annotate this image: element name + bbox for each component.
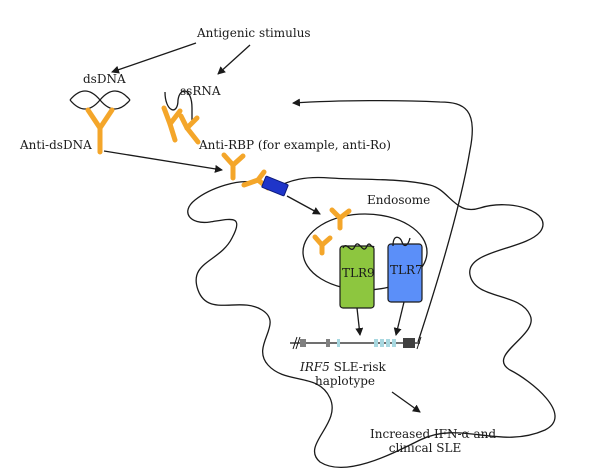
tlr9-label: TLR9: [342, 266, 375, 280]
anti-dsdna-label: Anti-dsDNA: [20, 138, 92, 152]
ssrna-antibody-left: [161, 105, 183, 143]
feedback-arrow: [292, 98, 474, 343]
arrow-antidsdna-to-receptor: [103, 150, 223, 173]
haplotype-label: haplotype: [315, 374, 376, 388]
endosome-label: Endosome: [367, 193, 431, 207]
arrow-to-dsdna: [111, 42, 197, 74]
tlr7-ligand: [392, 236, 411, 247]
tlr7-label: TLR7: [390, 263, 423, 277]
arrow-to-ssrna: [217, 44, 251, 75]
anti-dsdna-antibody: [85, 107, 115, 155]
ssrna-antibody-right: [178, 113, 201, 145]
tlr7-receptor: [387, 243, 423, 303]
outcome-label-line2: clinical SLE: [388, 441, 462, 455]
arrow-tlr9-to-gene: [355, 307, 364, 336]
irf5-gene-locus: [290, 336, 422, 350]
tlr9-ligand: [342, 243, 375, 251]
receptor-antibody-top: [221, 152, 246, 181]
irf5-gene-name: IRF5: [300, 360, 330, 374]
endosome-antibody-1: [329, 207, 352, 231]
arrow-to-outcome: [391, 391, 421, 413]
ssrna-strand: [164, 90, 193, 120]
irf5-label: IRF5 SLE-risk: [300, 360, 386, 374]
outcome-label-line1: Increased IFN-α and: [370, 427, 497, 441]
endosome-antibody-2: [312, 234, 333, 256]
dsdna-strand-2: [69, 90, 131, 110]
dsdna-label: dsDNA: [83, 72, 126, 86]
anti-rbp-label: Anti-RBP (for example, anti-Ro): [199, 138, 391, 152]
irf5-risk-text: SLE-risk: [329, 360, 386, 374]
antigenic-stimulus-label: Antigenic stimulus: [197, 26, 311, 40]
ssrna-label: ssRNA: [180, 84, 221, 98]
fc-receptor: [261, 175, 289, 197]
arrow-receptor-to-endosome: [286, 195, 321, 215]
cell-membrane: [187, 176, 556, 468]
arrow-tlr7-to-gene: [393, 301, 405, 336]
